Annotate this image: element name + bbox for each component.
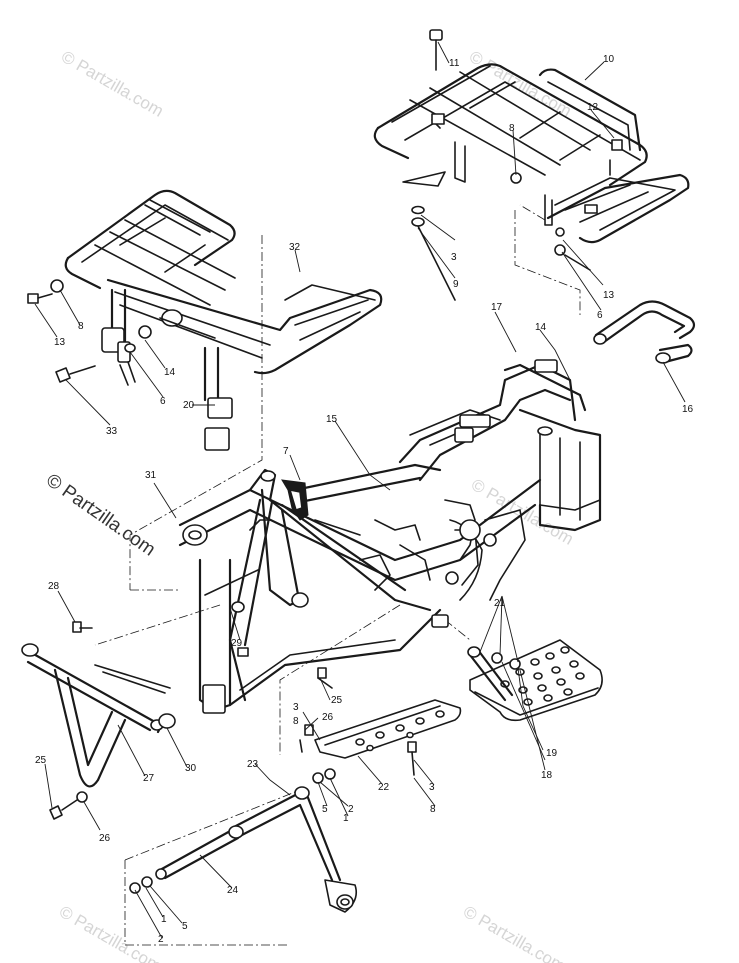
callout-22: 22 — [378, 782, 390, 793]
callout-1-lower: 1 — [161, 914, 167, 925]
callout-30: 30 — [185, 763, 197, 774]
a-arm — [129, 667, 358, 913]
front-rack — [373, 63, 690, 244]
watermark-top-right: © Partzilla.com — [466, 47, 575, 121]
callout-8-rear: 8 — [78, 321, 84, 332]
watermark-top-left: © Partzilla.com — [58, 47, 167, 121]
front-rack-hardware — [402, 29, 591, 301]
callout-18: 18 — [541, 770, 553, 781]
callout-4: 8 — [509, 123, 515, 134]
callout-labels: 11 10 12 8 3 9 13 6 32 8 13 14 6 33 20 1… — [35, 54, 694, 945]
watermark-bottom-right: © Partzilla.com — [460, 902, 569, 963]
footrest — [467, 639, 603, 722]
callout-23: 23 — [247, 759, 259, 770]
callout-5-lower: 5 — [182, 921, 188, 932]
callout-11: 11 — [449, 58, 460, 69]
skid-plate — [299, 699, 462, 776]
callout-3-front: 3 — [451, 252, 457, 263]
callout-9: 9 — [453, 279, 459, 290]
callout-12: 12 — [587, 102, 599, 113]
callout-29: 29 — [231, 638, 243, 649]
callout-31: 31 — [145, 470, 157, 481]
callout-25-frame: 25 — [331, 695, 343, 706]
callout-2-upper: 2 — [348, 804, 354, 815]
callout-7: 7 — [283, 446, 289, 457]
callout-2-lower: 2 — [158, 934, 164, 945]
callout-8-skid: 8 — [430, 804, 436, 815]
callout-19: 19 — [546, 748, 558, 759]
footrest-holes — [500, 646, 585, 706]
main-frame — [178, 359, 602, 714]
callout-6-rear: 6 — [160, 396, 166, 407]
callout-20: 20 — [183, 400, 195, 411]
grab-bar — [593, 300, 696, 364]
callout-25-bumper: 25 — [35, 755, 47, 766]
callout-14-rear: 14 — [164, 367, 176, 378]
watermark-bottom-left: © Partzilla.com — [56, 902, 165, 963]
callout-14-frame: 14 — [535, 322, 547, 333]
callout-21: 21 — [494, 598, 506, 609]
callout-3-mid: 3 — [293, 702, 299, 713]
callout-6-front: 6 — [597, 310, 603, 321]
callout-16: 16 — [682, 404, 694, 415]
background-watermarks: © Partzilla.com © Partzilla.com © Partzi… — [56, 47, 577, 963]
callout-33: 33 — [106, 426, 118, 437]
callout-8-mid: 8 — [293, 716, 299, 727]
callout-15: 15 — [326, 414, 338, 425]
callout-5-upper: 5 — [322, 804, 328, 815]
callout-28: 28 — [48, 581, 60, 592]
watermark-main: © Partzilla.com — [42, 470, 159, 561]
rear-rack — [27, 189, 383, 451]
front-bumper — [21, 621, 176, 820]
callout-1-upper: 1 — [343, 813, 349, 824]
callout-24: 24 — [227, 885, 239, 896]
callout-13-rear: 13 — [54, 337, 66, 348]
callout-10: 10 — [603, 54, 615, 65]
callout-17: 17 — [491, 302, 503, 313]
alignment-lines — [94, 204, 581, 946]
callout-32: 32 — [289, 242, 301, 253]
leader-lines — [34, 41, 686, 939]
callout-3-skid: 3 — [429, 782, 435, 793]
callout-13-front: 13 — [603, 290, 615, 301]
callout-26-frame: 26 — [322, 712, 334, 723]
callout-27: 27 — [143, 773, 155, 784]
callout-26-bumper: 26 — [99, 833, 111, 844]
